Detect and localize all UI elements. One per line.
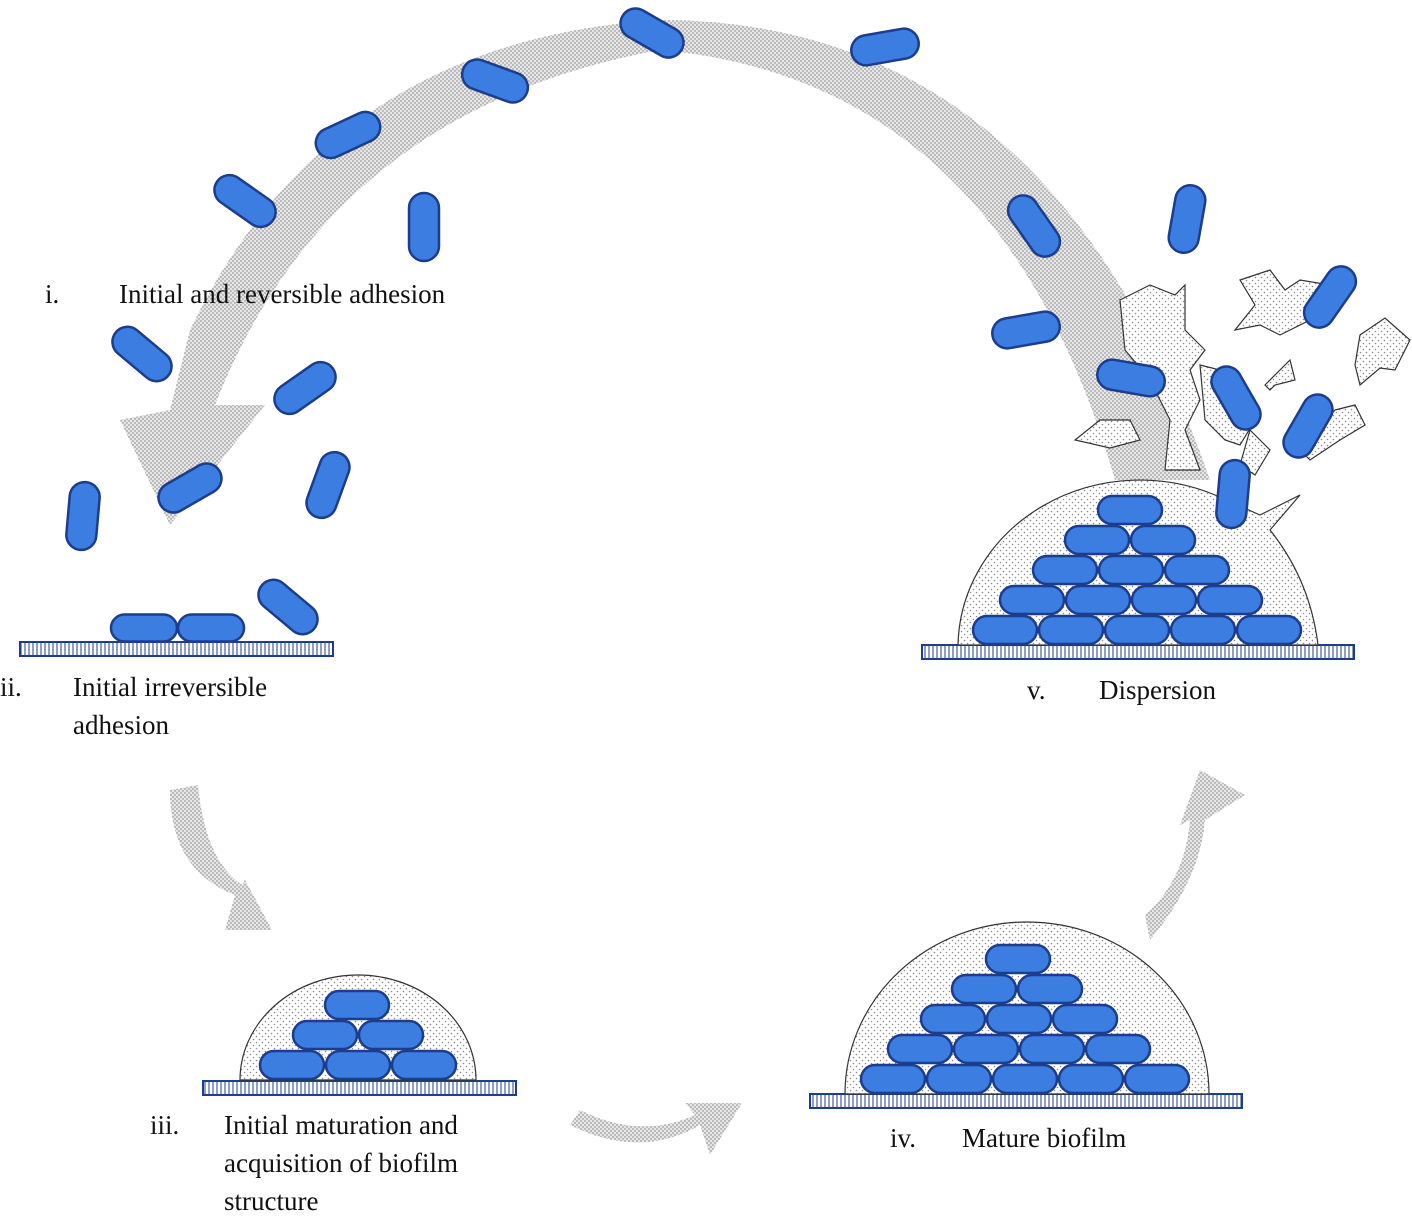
bacterium xyxy=(314,110,382,160)
bacterium xyxy=(1167,184,1207,254)
bacterium xyxy=(1129,524,1197,556)
bacterium xyxy=(1103,614,1171,646)
bacterium xyxy=(991,1063,1059,1095)
arrow-ii-to-iii xyxy=(170,785,272,930)
surface-iii xyxy=(202,1080,517,1096)
bacteria-group xyxy=(65,7,1358,1095)
bacterium xyxy=(925,1063,993,1095)
bacterium xyxy=(1057,1063,1125,1095)
bacterium xyxy=(111,325,173,383)
bacterium xyxy=(258,1049,326,1081)
bacterium xyxy=(1018,1033,1086,1065)
bacterium xyxy=(1097,554,1165,586)
bacterium xyxy=(1302,265,1358,329)
bacterium xyxy=(157,462,223,514)
bacterium xyxy=(305,450,351,520)
bacterium xyxy=(619,7,685,59)
bacterium xyxy=(1006,194,1062,258)
stage-v-text: Dispersion xyxy=(1099,675,1216,705)
surface-ii xyxy=(19,641,334,657)
bacterium xyxy=(109,613,179,643)
bacterium xyxy=(1084,1033,1152,1065)
bacterium xyxy=(1031,554,1099,586)
bacterium xyxy=(886,1033,954,1065)
bacterium xyxy=(991,310,1061,350)
bacterium xyxy=(952,1033,1020,1065)
bacterium xyxy=(950,973,1018,1005)
bacterium xyxy=(971,614,1039,646)
stage-i-numeral: i. xyxy=(45,279,60,309)
arrow-iv-to-v xyxy=(1145,770,1245,940)
bacterium xyxy=(998,584,1066,616)
stage-iv-numeral: iv. xyxy=(890,1123,916,1153)
bacterium xyxy=(1169,614,1237,646)
bacterium xyxy=(1215,458,1251,530)
bacterium xyxy=(213,173,277,229)
bacterium xyxy=(1163,554,1231,586)
bacterium xyxy=(273,360,337,416)
bacterium xyxy=(1096,494,1164,526)
bacterium xyxy=(1064,584,1132,616)
matrix-fragment xyxy=(1073,419,1141,449)
bacterium xyxy=(1037,614,1105,646)
stage-v-numeral: v. xyxy=(1027,675,1046,705)
big-arc-arrow-right xyxy=(660,20,1210,480)
bacterium xyxy=(985,1003,1053,1035)
stage-ii-text-line2: adhesion xyxy=(73,710,169,740)
stage-iii-text-line1: Initial maturation and xyxy=(224,1110,458,1140)
bacterium xyxy=(919,1003,987,1035)
bacterium xyxy=(1096,358,1166,398)
bacterium xyxy=(1016,973,1084,1005)
bacterium xyxy=(1123,1063,1191,1095)
stage-ii-numeral: ii. xyxy=(0,672,22,702)
bacterium xyxy=(1210,365,1262,431)
bacterium xyxy=(1130,584,1198,616)
bacterium xyxy=(460,58,530,104)
bacterium xyxy=(291,1019,359,1051)
bacterium xyxy=(357,1019,425,1051)
bacterium xyxy=(324,1049,392,1081)
matrix-fragment xyxy=(1264,358,1296,391)
surface-v xyxy=(921,644,1355,660)
bacterium xyxy=(984,943,1052,975)
bacterium xyxy=(1051,1003,1119,1035)
stage-i-text: Initial and reversible adhesion xyxy=(119,279,446,309)
bacterium xyxy=(323,989,391,1021)
bacterium xyxy=(407,191,441,263)
bacterium xyxy=(257,578,319,636)
bacterium xyxy=(859,1063,927,1095)
bacterium xyxy=(850,27,920,67)
bacterium xyxy=(176,613,246,643)
bacterium xyxy=(1282,393,1334,459)
stage-ii-text-line1: Initial irreversible xyxy=(73,672,268,702)
big-arc-arrow-left xyxy=(120,20,660,525)
bacterium xyxy=(390,1049,458,1081)
bacterium xyxy=(1063,524,1131,556)
bacterium xyxy=(1196,584,1264,616)
bacterium xyxy=(1235,614,1303,646)
arrow-iii-to-iv xyxy=(570,1103,742,1155)
bacterium xyxy=(65,480,101,552)
stage-iii-numeral: iii. xyxy=(150,1110,180,1140)
surface-iv xyxy=(809,1093,1243,1109)
stage-iii-text-line2: acquisition of biofilm xyxy=(224,1148,458,1178)
stage-iv-text: Mature biofilm xyxy=(962,1123,1127,1153)
matrix-fragment xyxy=(1354,317,1411,387)
stage-iii-text-line3: structure xyxy=(224,1186,319,1216)
matrix-fragment xyxy=(1239,428,1271,476)
